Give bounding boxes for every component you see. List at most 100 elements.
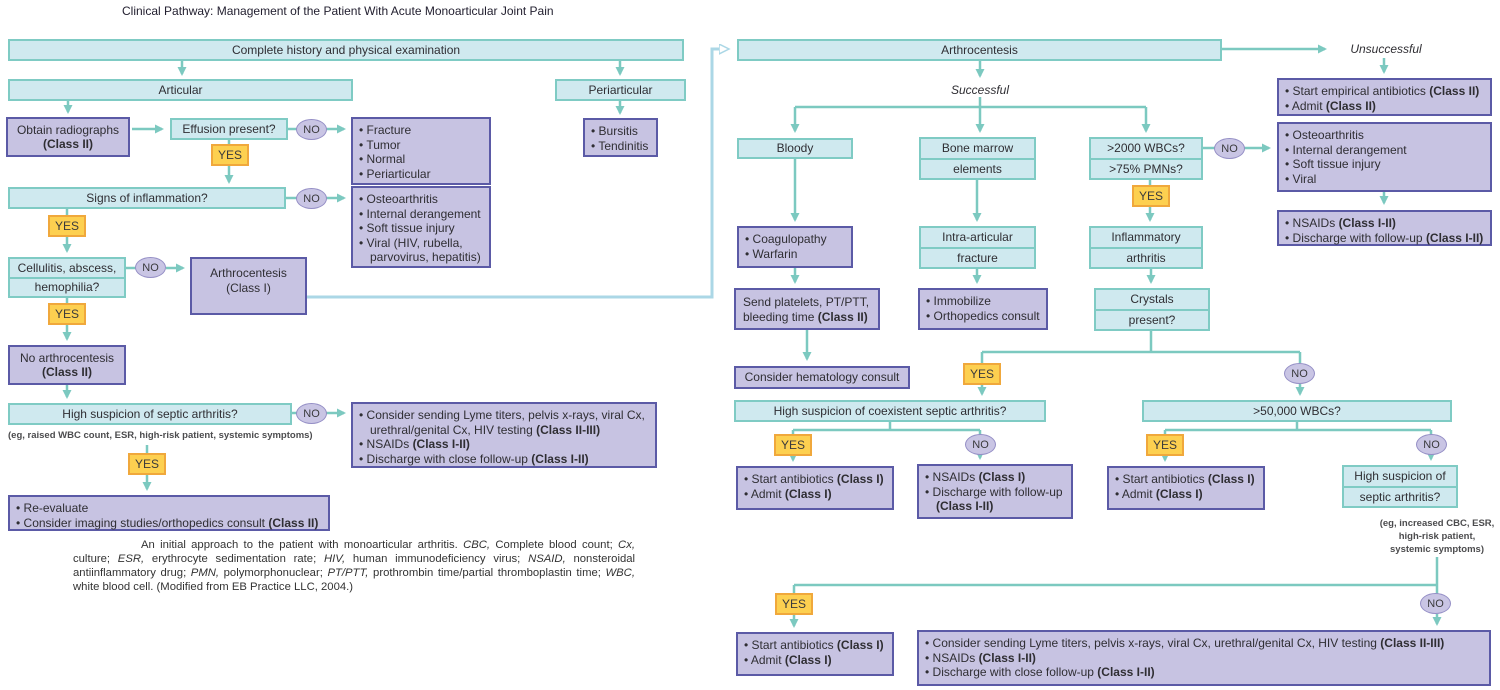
node-line: septic arthritis?	[1344, 485, 1456, 507]
bullet-item: Fracture	[359, 123, 483, 138]
bullet-item: NSAIDs (Class I)	[925, 470, 1065, 485]
bullet-item: Immobilize	[926, 294, 1040, 309]
node-immobilize: Immobilize Orthopedics consult	[918, 288, 1048, 330]
bullet-item: Admit (Class I)	[744, 487, 886, 502]
no-badge-wbc2000: NO	[1214, 138, 1245, 159]
node-noninflammatory-dx: Osteoarthritis Internal derangement Soft…	[351, 186, 491, 268]
no-badge-inflammation: NO	[296, 188, 327, 209]
bullet-item: Normal	[359, 152, 483, 167]
yes-badge-crystals: YES	[963, 363, 1001, 385]
bullet-item: Discharge with close follow-up (Class I-…	[925, 665, 1483, 680]
yes-badge-cellulitis: YES	[48, 303, 86, 325]
node-xray-findings: Fracture Tumor Normal Periarticular	[351, 117, 491, 185]
bullet-item: Discharge with close follow-up (Class I-…	[359, 452, 649, 467]
bullet-item: Bursitis	[591, 124, 650, 139]
node-coagulopathy: Coagulopathy Warfarin	[737, 226, 853, 268]
bullet-item: Soft tissue injury	[1285, 157, 1484, 172]
node-signs-inflammation: Signs of inflammation?	[8, 187, 286, 209]
node-articular: Articular	[8, 79, 353, 101]
yes-badge-coexistent: YES	[774, 434, 812, 456]
bullet-item: Start antibiotics (Class I)	[1115, 472, 1257, 487]
bullet-item: Admit (Class II)	[1285, 99, 1484, 114]
bullet-item: Viral (HIV, rubella, parvovirus, hepatit…	[359, 236, 483, 265]
node-wbc-2000: >2000 WBCs? >75% PMNs?	[1089, 137, 1203, 180]
node-final-workup: Consider sending Lyme titers, pelvis x-r…	[917, 630, 1491, 686]
node-line: arthritis	[1091, 246, 1201, 268]
no-badge-high-suspicion-2: NO	[1420, 593, 1451, 614]
node-inflammatory-arthritis: Inflammatory arthritis	[1089, 226, 1203, 269]
bullet-item: Coagulopathy	[745, 232, 845, 247]
node-line: (Class I)	[226, 280, 271, 295]
node-complete-history: Complete history and physical examinatio…	[8, 39, 684, 61]
node-empirical-antibiotics: Start empirical antibiotics (Class II) A…	[1277, 78, 1492, 116]
node-effusion-present: Effusion present?	[170, 118, 288, 140]
bullet-item: Viral	[1285, 172, 1484, 187]
high-suspicion-note: (eg, raised WBC count, ESR, high-risk pa…	[8, 430, 313, 441]
bullet-item: Tendinitis	[591, 139, 650, 154]
yes-badge-wbc2000: YES	[1132, 185, 1170, 207]
node-line: High suspicion of	[1354, 469, 1446, 484]
bullet-item: Orthopedics consult	[926, 309, 1040, 324]
node-nsaids-followup: NSAIDs (Class I-II) Discharge with follo…	[1277, 210, 1492, 246]
node-workup-discharge: Consider sending Lyme titers, pelvis x-r…	[351, 402, 657, 468]
node-line: elements	[921, 157, 1034, 179]
bullet-item: Consider imaging studies/orthopedics con…	[16, 516, 322, 531]
node-arthrocentesis-class1: Arthrocentesis (Class I)	[190, 257, 307, 315]
node-line: Obtain radiographs	[16, 122, 120, 137]
node-cellulitis: Cellulitis, abscess, hemophilia?	[8, 257, 126, 298]
bullet-item: Internal derangement	[1285, 143, 1484, 158]
node-hematology-consult: Consider hematology consult	[734, 366, 910, 389]
no-badge-wbc50000: NO	[1416, 434, 1447, 455]
bullet-item: NSAIDs (Class I-II)	[1285, 216, 1484, 231]
label-unsuccessful: Unsuccessful	[1350, 42, 1422, 56]
node-line: Cellulitis, abscess,	[17, 260, 117, 275]
node-line: Send platelets, PT/PTT,	[743, 295, 870, 309]
node-start-antibiotics-admit-2: Start antibiotics (Class I) Admit (Class…	[1107, 466, 1265, 510]
yes-badge-high-suspicion-2: YES	[775, 593, 813, 615]
node-reevaluate: Re-evaluate Consider imaging studies/ort…	[8, 495, 330, 531]
bullet-item: Admit (Class I)	[1115, 487, 1257, 502]
bullet-item: Start antibiotics (Class I)	[744, 638, 886, 653]
node-line: fracture	[921, 246, 1034, 268]
bullet-item: Re-evaluate	[16, 501, 322, 516]
node-periarticular: Periarticular	[555, 79, 686, 101]
node-high-suspicion-septic: High suspicion of septic arthritis?	[8, 403, 292, 425]
node-crystals-present: Crystals present?	[1094, 288, 1210, 331]
yes-badge-wbc50000: YES	[1146, 434, 1184, 456]
no-badge-effusion: NO	[296, 119, 327, 140]
node-line: No arthrocentesis	[19, 350, 115, 365]
no-badge-coexistent: NO	[965, 434, 996, 455]
bullet-item: Start empirical antibiotics (Class II)	[1285, 84, 1484, 99]
yes-badge-high-suspicion: YES	[128, 453, 166, 475]
node-line: (Class II)	[41, 365, 92, 379]
bullet-item: Start antibiotics (Class I)	[744, 472, 886, 487]
node-high-suspicion-septic-2: High suspicion of septic arthritis?	[1342, 465, 1458, 508]
page-title: Clinical Pathway: Management of the Pati…	[122, 4, 554, 18]
node-obtain-radiographs: Obtain radiographs (Class II)	[6, 117, 130, 157]
bullet-item: Warfarin	[745, 247, 845, 262]
bullet-item: NSAIDs (Class I-II)	[925, 651, 1483, 666]
node-line: >75% PMNs?	[1091, 157, 1201, 179]
node-nsaids-discharge: NSAIDs (Class I) Discharge with follow-u…	[917, 464, 1073, 519]
node-send-platelets: Send platelets, PT/PTT, bleeding time (C…	[734, 288, 880, 330]
node-line: >2000 WBCs?	[1107, 141, 1185, 156]
node-start-antibiotics-admit-3: Start antibiotics (Class I) Admit (Class…	[736, 632, 894, 676]
bullet-item: Tumor	[359, 138, 483, 153]
yes-badge-effusion: YES	[211, 144, 249, 166]
bullet-item: Discharge with follow-up (Class I-II)	[925, 485, 1065, 514]
bullet-item: Consider sending Lyme titers, pelvis x-r…	[359, 408, 649, 437]
node-line: hemophilia?	[10, 276, 124, 297]
node-bone-marrow: Bone marrow elements	[919, 137, 1036, 180]
no-badge-high-suspicion: NO	[296, 403, 327, 424]
no-badge-crystals: NO	[1284, 363, 1315, 384]
bullet-item: Periarticular	[359, 167, 483, 182]
node-line: bleeding time (Class II)	[743, 309, 868, 324]
node-intra-articular-fracture: Intra-articular fracture	[919, 226, 1036, 269]
bullet-item: Admit (Class I)	[744, 653, 886, 668]
node-line: Bone marrow	[941, 141, 1014, 156]
node-coexistent-septic: High suspicion of coexistent septic arth…	[734, 400, 1046, 422]
bullet-item: Osteoarthritis	[1285, 128, 1484, 143]
label-successful: Successful	[950, 83, 1010, 97]
